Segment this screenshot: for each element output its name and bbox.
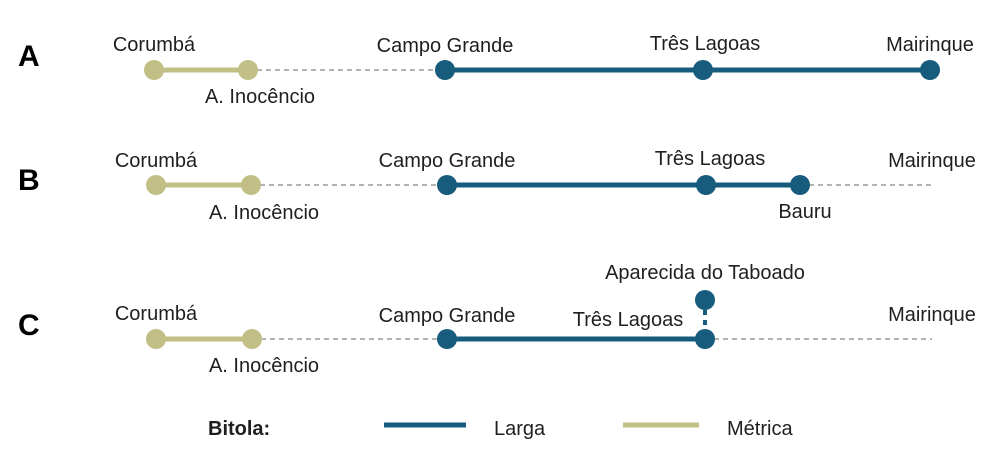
station-corumba-label: Corumbá	[113, 34, 196, 56]
station-inocencio-node	[241, 175, 261, 195]
scenario-letter: C	[18, 309, 40, 342]
station-campo-grande-node	[437, 329, 457, 349]
station-bauru-node	[790, 175, 810, 195]
station-campo-grande-label: Campo Grande	[377, 35, 514, 57]
station-corumba-node	[144, 60, 164, 80]
station-mairinque-label: Mairinque	[888, 304, 976, 326]
station-corumba-node	[146, 175, 166, 195]
station-mairinque-label: Mairinque	[888, 150, 976, 172]
station-inocencio-node	[242, 329, 262, 349]
station-inocencio-node	[238, 60, 258, 80]
station-campo-grande-label: Campo Grande	[379, 150, 516, 172]
station-inocencio-label: A. Inocêncio	[209, 202, 319, 224]
station-tres-lagoas-label: Três Lagoas	[655, 148, 765, 170]
station-aparecida-node	[695, 290, 715, 310]
legend-title: Bitola:	[208, 418, 270, 440]
station-tres-lagoas-node	[695, 329, 715, 349]
station-inocencio-label: A. Inocêncio	[209, 355, 319, 377]
station-tres-lagoas-node	[693, 60, 713, 80]
legend-broad-label: Larga	[494, 418, 546, 440]
station-mairinque-node	[920, 60, 940, 80]
station-campo-grande-node	[437, 175, 457, 195]
station-mairinque-label: Mairinque	[886, 34, 974, 56]
legend-metric-label: Métrica	[727, 418, 793, 440]
station-campo-grande-label: Campo Grande	[379, 305, 516, 327]
station-bauru-label: Bauru	[778, 201, 831, 223]
station-tres-lagoas-label: Três Lagoas	[573, 309, 683, 331]
scenario-b: B Corumbá A. Inocêncio Campo Grande Três…	[18, 148, 976, 224]
scenario-c: C Corumbá A. Inocêncio Campo Grande Três…	[18, 262, 976, 377]
station-corumba-label: Corumbá	[115, 150, 198, 172]
station-corumba-label: Corumbá	[115, 303, 198, 325]
scenario-a: A Corumbá A. Inocêncio Campo Grande Três…	[18, 33, 974, 108]
station-tres-lagoas-label: Três Lagoas	[650, 33, 760, 55]
station-tres-lagoas-node	[696, 175, 716, 195]
station-corumba-node	[146, 329, 166, 349]
station-campo-grande-node	[435, 60, 455, 80]
scenario-letter: B	[18, 164, 40, 197]
station-aparecida-label: Aparecida do Taboado	[605, 262, 805, 284]
legend: Bitola: Larga Métrica	[208, 418, 793, 440]
scenario-letter: A	[18, 40, 40, 73]
station-inocencio-label: A. Inocêncio	[205, 86, 315, 108]
